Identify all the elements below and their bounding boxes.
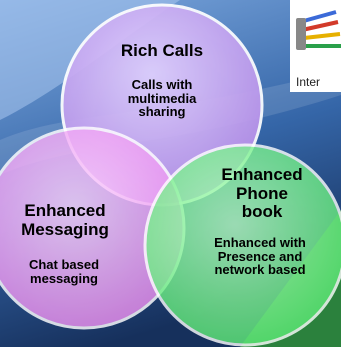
circle-enhanced-phone-book xyxy=(143,143,341,347)
enhanced-messaging-title: Enhanced Messaging xyxy=(21,201,109,239)
enhanced-phone-book-title: Enhanced Phone book xyxy=(221,165,303,222)
logo-text: Inter xyxy=(296,75,321,89)
rich-calls-description: Calls with multimedia sharing xyxy=(127,77,197,120)
network-cables-icon xyxy=(296,10,341,50)
enhanced-messaging-description: Chat based messaging xyxy=(28,257,100,286)
rich-calls-title: Rich Calls xyxy=(120,41,204,60)
logo xyxy=(290,0,341,92)
enhanced-phone-book-description: Enhanced with Presence and network based xyxy=(214,235,306,278)
